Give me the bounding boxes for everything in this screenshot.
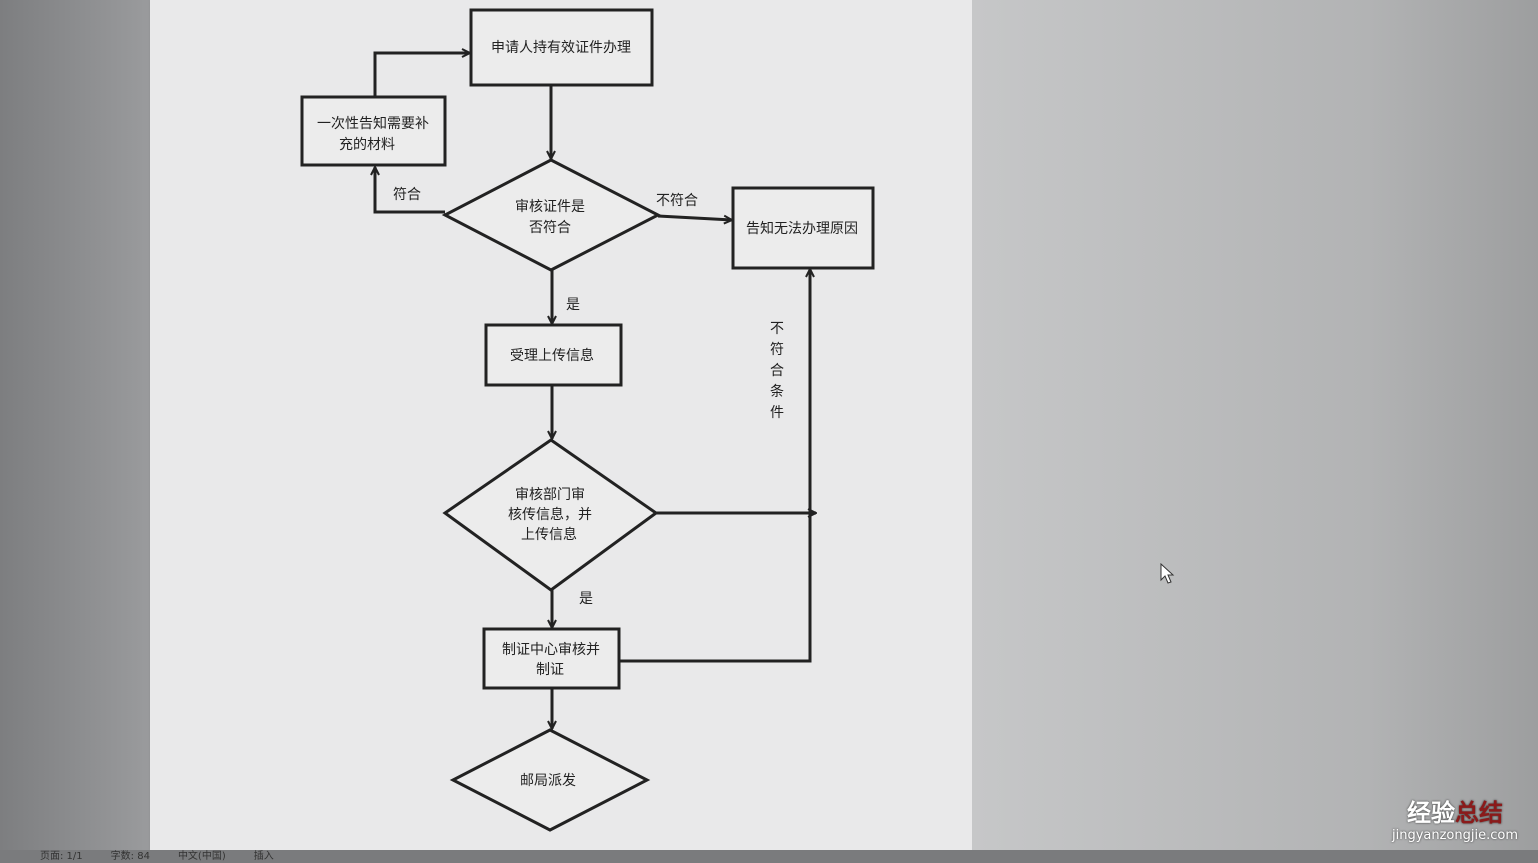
node-apply-label: 申请人持有效证件办理 <box>491 40 631 56</box>
left-desktop-area <box>0 0 150 850</box>
node-notify-supplement <box>300 95 447 167</box>
node-center-make-line2: 制证 <box>536 662 564 678</box>
edge-label-not-meet-3: 合 <box>770 363 784 379</box>
node-check-docs <box>441 158 662 272</box>
right-desktop-area <box>972 0 1538 850</box>
node-apply <box>469 8 654 87</box>
node-center-make <box>482 627 621 690</box>
status-bar: 页面: 1/1 字数: 84 中文(中国) 插入 <box>0 850 1538 863</box>
watermark-part2: 总结 <box>1454 799 1503 827</box>
node-dept-review-line3: 上传信息 <box>521 526 577 543</box>
node-check-docs-line2: 否符合 <box>529 220 571 236</box>
status-page: 页面: 1/1 <box>40 851 83 862</box>
status-word-count: 字数: 84 <box>110 851 150 862</box>
watermark-url: jingyanzongjie.com <box>1391 828 1518 843</box>
node-notify-reason <box>731 186 875 270</box>
node-check-docs-line1: 审核证件是 <box>515 199 585 215</box>
status-language[interactable]: 中文(中国) <box>177 851 226 862</box>
edge-label-not-meet-5: 件 <box>770 405 784 421</box>
watermark-part1: 经验 <box>1406 799 1455 827</box>
edge-label-yes-2: 是 <box>579 591 593 607</box>
node-dept-review-line2: 核传信息，并 <box>508 506 592 523</box>
mouse-cursor-icon <box>1160 563 1175 584</box>
node-accept-upload-label: 受理上传信息 <box>510 347 594 364</box>
node-dept-review-line1: 审核部门审 <box>515 487 585 503</box>
node-notify-supplement-line1: 一次性告知需要补 <box>317 115 429 132</box>
document-page <box>150 0 972 850</box>
status-insert-mode[interactable]: 插入 <box>253 851 274 862</box>
node-notify-reason-label: 告知无法办理原因 <box>746 220 858 237</box>
node-notify-supplement-line2: 充的材料 <box>339 137 395 153</box>
edge-label-yes-1: 是 <box>566 297 580 313</box>
edge-check-to-supplement <box>375 167 445 214</box>
edge-label-not-match: 不符合 <box>656 193 698 209</box>
edge-check-to-reason <box>657 214 732 220</box>
edge-supplement-to-apply <box>373 53 470 97</box>
node-post-dispatch <box>449 728 651 832</box>
edge-label-match: 符合 <box>393 187 421 203</box>
edge-label-not-meet-4: 条 <box>770 383 784 400</box>
edge-center-to-reason <box>619 269 810 663</box>
watermark: 经验总结 jingyanzongjie.com <box>1392 793 1518 843</box>
edge-label-not-meet-2: 符 <box>770 342 784 358</box>
edge-label-not-meet-1: 不 <box>770 321 784 337</box>
node-center-make-line1: 制证中心审核并 <box>502 642 600 658</box>
node-post-dispatch-label: 邮局派发 <box>520 773 576 789</box>
node-dept-review <box>442 438 659 592</box>
node-accept-upload <box>484 323 623 387</box>
